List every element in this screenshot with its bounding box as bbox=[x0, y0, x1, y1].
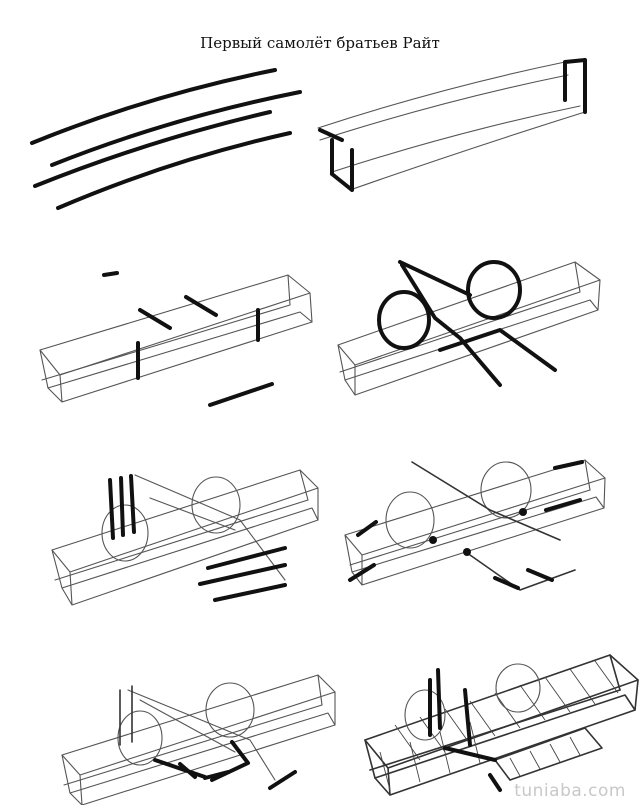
step-5-struts bbox=[51, 469, 319, 606]
step-2-wing-box bbox=[317, 58, 587, 192]
step-7-framework bbox=[61, 674, 336, 805]
step-6-details bbox=[344, 459, 606, 591]
step-3-biplane-box bbox=[39, 271, 313, 407]
step-8-finished-aircraft bbox=[364, 654, 639, 796]
watermark: tuniaba.com bbox=[514, 781, 626, 801]
step-4-propellers bbox=[337, 260, 601, 396]
page-title: Первый самолёт братьев Райт bbox=[200, 34, 440, 52]
step-1-guide-lines bbox=[30, 68, 302, 210]
